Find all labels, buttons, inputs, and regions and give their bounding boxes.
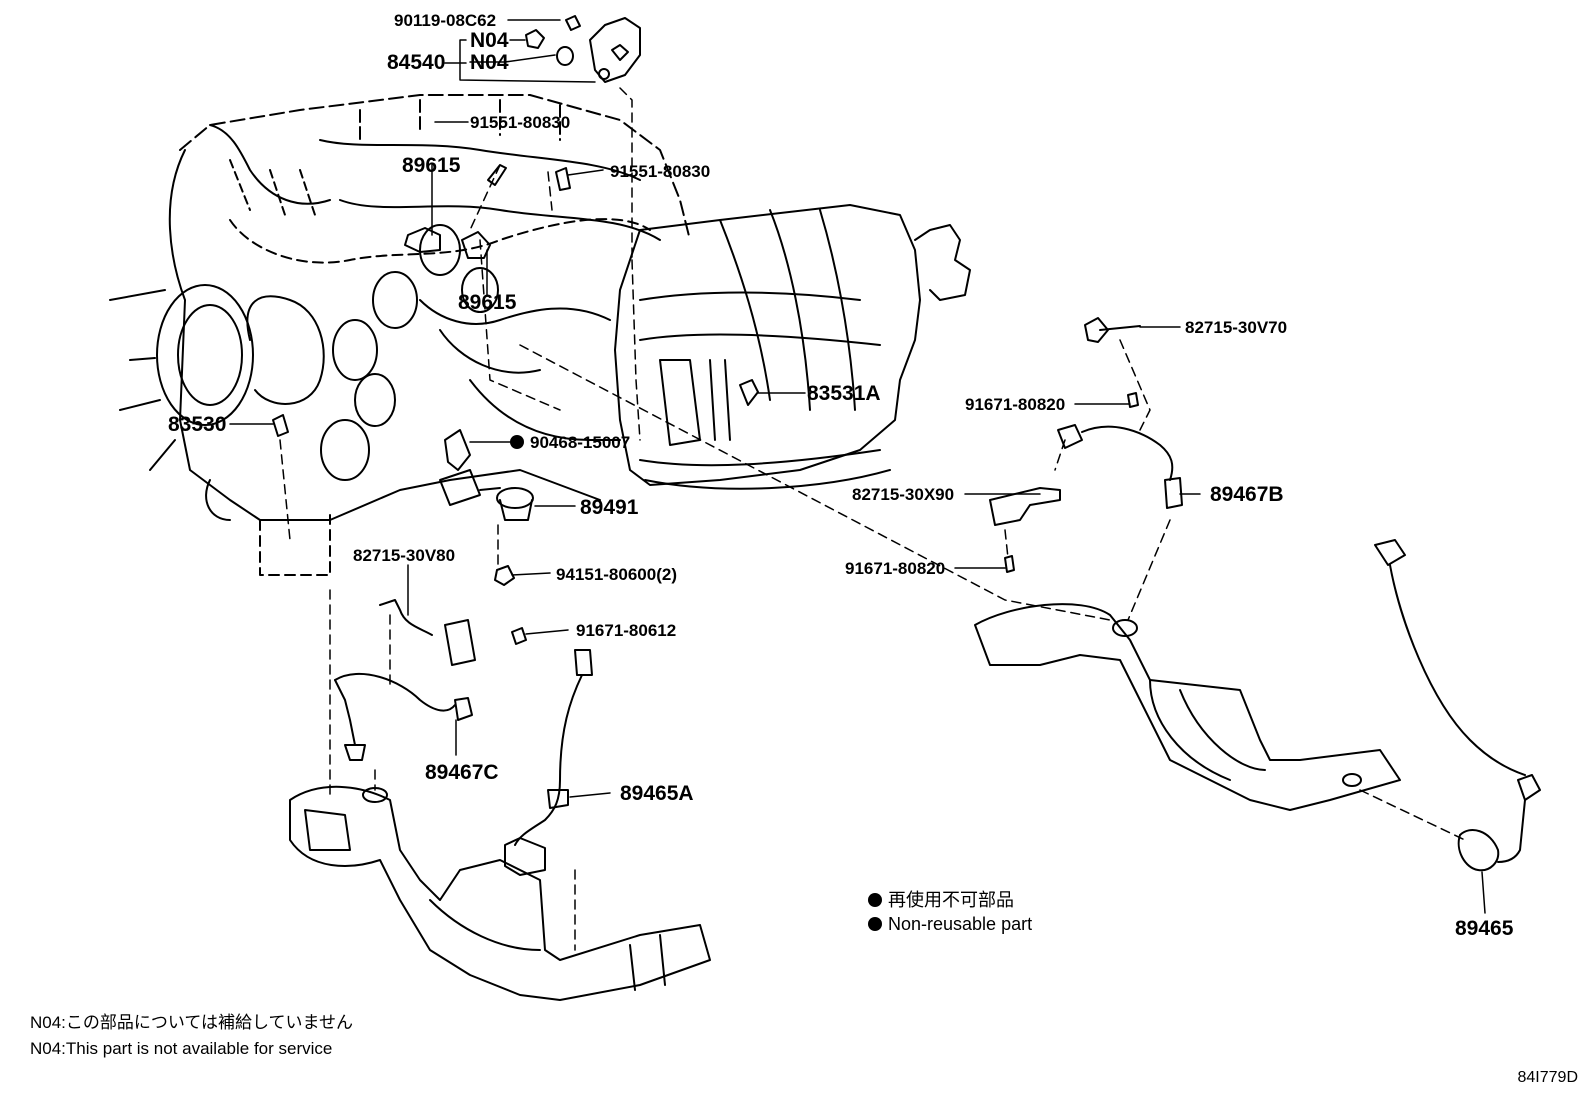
assembly-lines [279,87,1466,951]
label-89467c: 89467C [425,761,499,784]
label-90119-08c62: 90119-08C62 [394,11,496,30]
label-91551-80830-a: 91551-80830 [470,113,570,132]
label-84540: 84540 [387,51,445,74]
sensor-89465a [514,649,593,846]
note-en: N04:This part is not available for servi… [30,1039,333,1058]
sensor-89491 [272,379,759,521]
bolts [494,392,1139,645]
non-reusable-dot-icon [868,917,882,931]
sensor-89465 [1374,539,1541,872]
label-91671-80820-b: 91671-80820 [845,559,945,578]
label-n04-a: N04 [470,29,509,52]
label-82715-30v70: 82715-30V70 [1185,318,1287,337]
label-82715-30x90: 82715-30X90 [852,485,954,504]
engine-block [109,94,691,576]
diagram-code: 84I779D [1517,1069,1579,1086]
label-89465a: 89465A [620,782,694,805]
sensor-89467c [334,599,476,761]
label-89491: 89491 [580,496,639,519]
label-n04-b: N04 [470,51,509,74]
label-89465: 89465 [1455,917,1514,940]
non-reusable-mark [510,435,524,449]
non-reusable-dot-icon [868,893,882,907]
label-89467b: 89467B [1210,483,1284,506]
label-82715-30v80: 82715-30V80 [353,546,455,565]
transmission [614,204,971,490]
legend-jp-text: 再使用不可部品 [888,890,1014,910]
exhaust-left [289,785,711,1001]
label-91551-80830-b: 91551-80830 [610,162,710,181]
label-91671-80820-a: 91671-80820 [965,395,1065,414]
label-83530: 83530 [168,413,226,436]
sensor-89467b [989,317,1183,526]
label-91671-80612: 91671-80612 [576,621,676,640]
exhaust-right [974,603,1401,811]
note-jp: N04:この部品については補給していません [30,1013,354,1032]
legend-en-text: Non-reusable part [888,914,1033,934]
label-83531a: 83531A [807,382,881,405]
label-89615-a: 89615 [402,154,461,177]
legend: 再使用不可部品 Non-reusable part [868,888,1032,936]
part-labels: 90119-08C62 N04 84540 N04 91551-80830 89… [168,11,1514,940]
switch-84540 [525,15,641,83]
label-89615-b: 89615 [458,291,517,314]
legend-row-jp: 再使用不可部品 [868,888,1032,912]
legend-row-en: Non-reusable part [868,912,1032,936]
label-94151-80600: 94151-80600(2) [556,565,677,584]
label-90468-15007: 90468-15007 [530,433,630,452]
leader-lines [229,19,1486,914]
